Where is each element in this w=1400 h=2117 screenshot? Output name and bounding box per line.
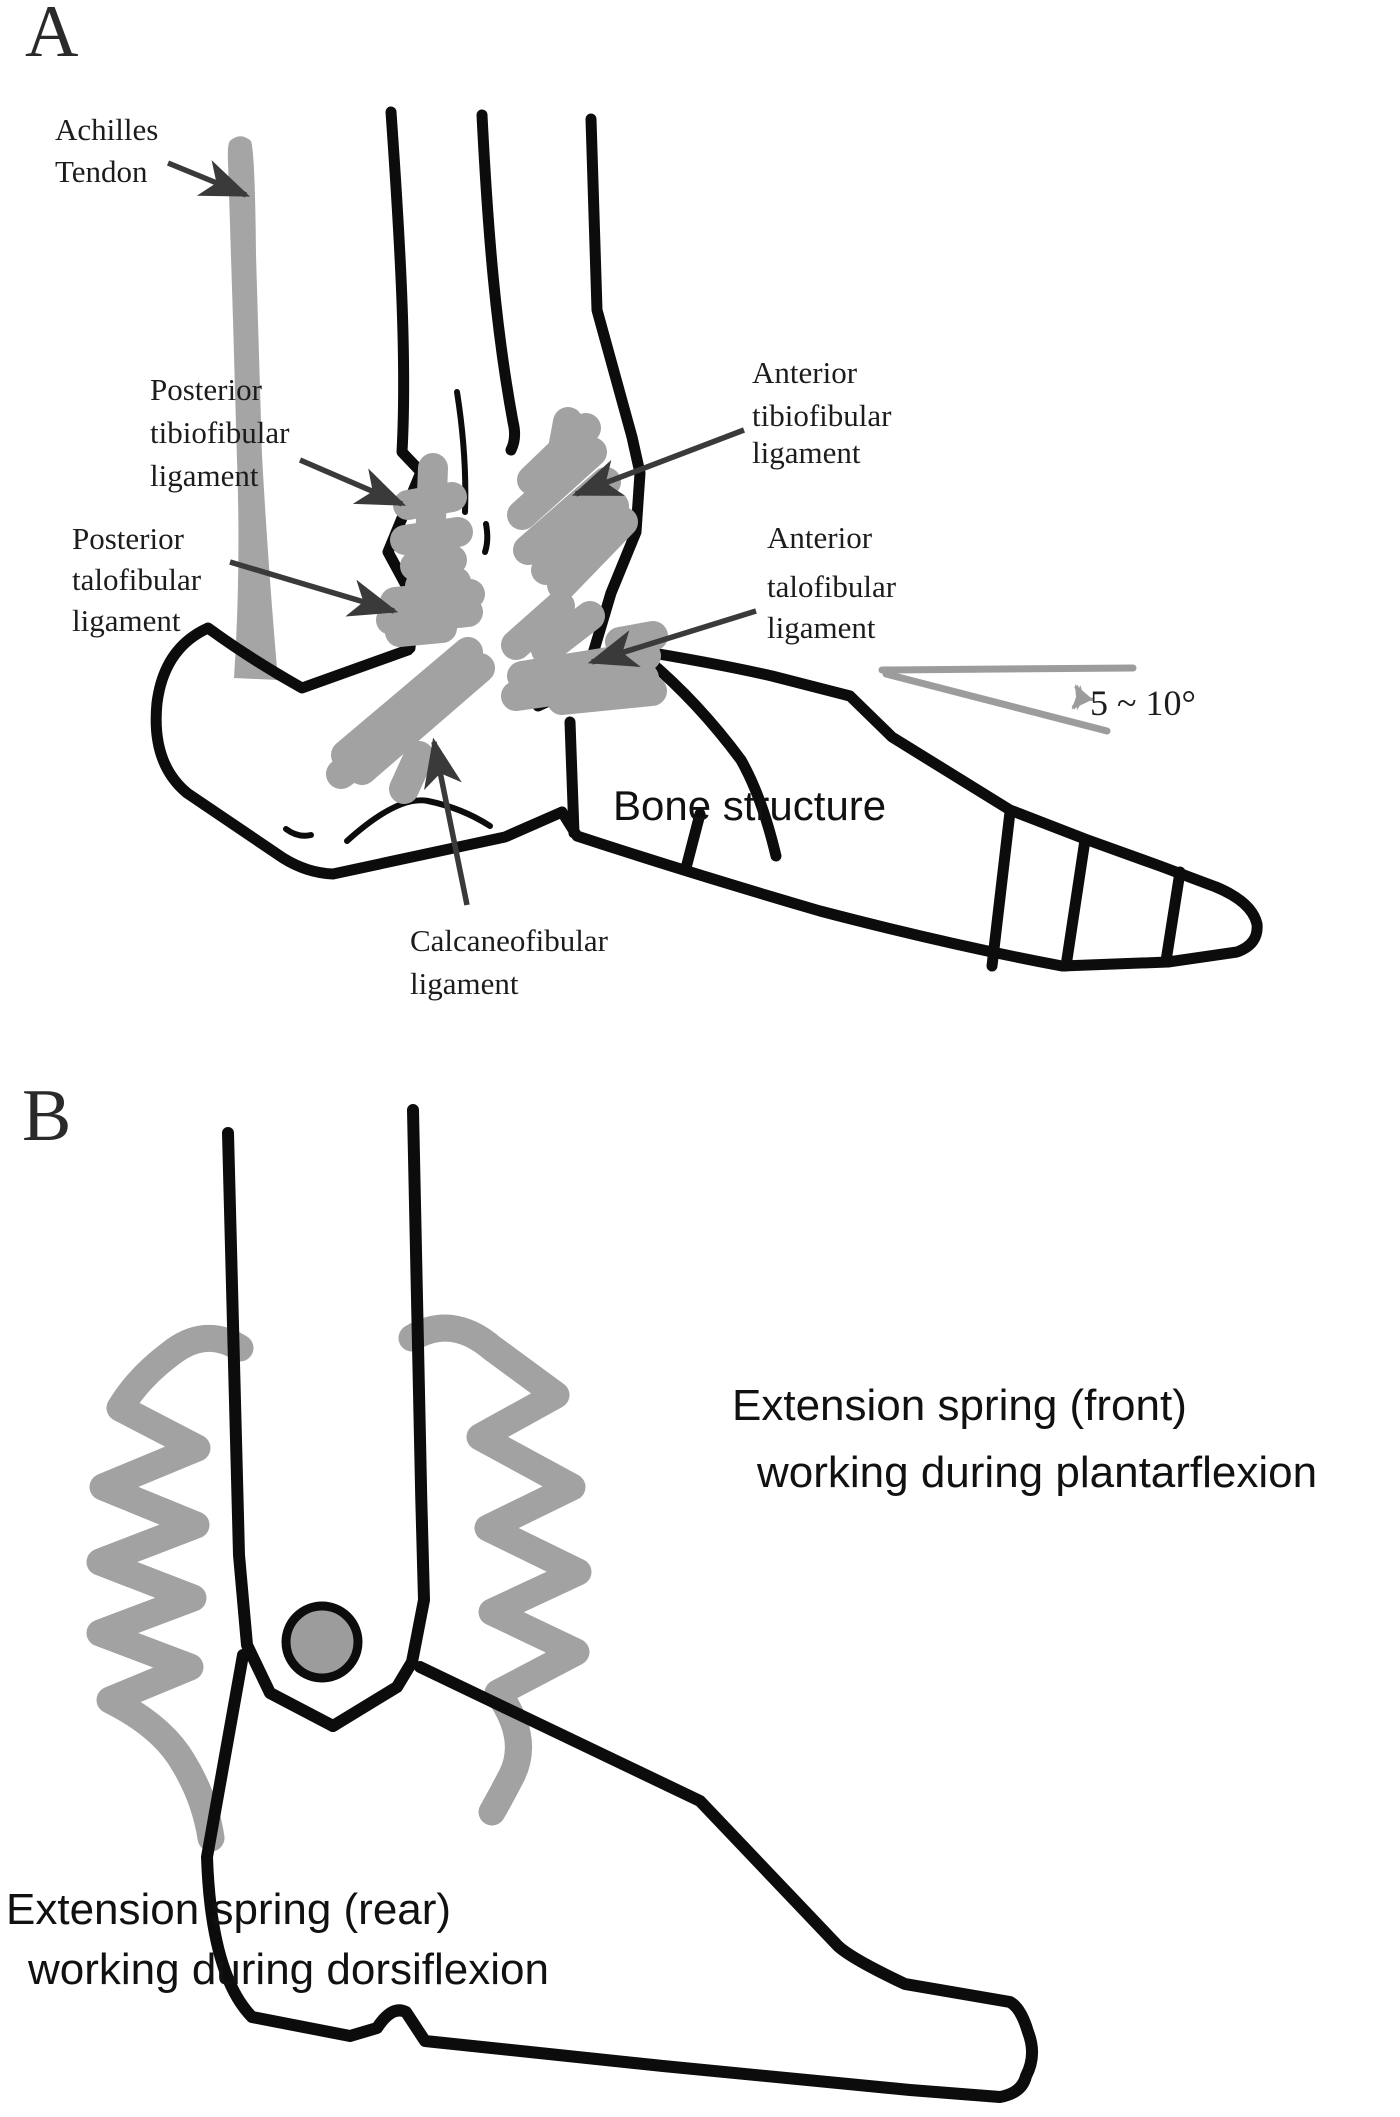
panel-a-letter: A	[25, 0, 78, 73]
toe-cap	[1162, 881, 1263, 968]
svg-text:Extension spring (front): Extension spring (front)	[732, 1381, 1187, 1430]
achilles-tendon-label: Achilles Tendon	[55, 112, 158, 189]
svg-text:ligament: ligament	[767, 610, 876, 645]
svg-text:talofibular: talofibular	[72, 562, 202, 597]
rear-extension-spring	[86, 1324, 254, 1852]
calcaneofibular-label: Calcaneofibular ligament	[410, 923, 609, 1001]
front-spring-label: Extension spring (front) working during …	[732, 1381, 1317, 1497]
svg-text:Extension spring (rear): Extension spring (rear)	[6, 1885, 451, 1934]
angle-value-label: 5 ~ 10°	[1090, 683, 1196, 723]
svg-text:working during plantarflexion: working during plantarflexion	[756, 1448, 1317, 1497]
foot-bottom-edge	[556, 806, 1174, 972]
anterior-talofibular-arrow	[587, 608, 757, 667]
svg-text:Anterior: Anterior	[767, 520, 873, 555]
rear-spring-label: Extension spring (rear) working during d…	[6, 1885, 549, 1994]
label-arrows	[166, 160, 757, 906]
shank-right-line	[327, 1104, 430, 1732]
foot-outline-b	[201, 1649, 1038, 2103]
posterior-tibiofibular-patch	[390, 453, 473, 581]
anterior-tibiofibular-arrow	[571, 427, 745, 497]
anterior-tibiofibular-patch	[507, 407, 638, 600]
achilles-tendon-shape	[227, 136, 278, 680]
calcaneus-outline	[150, 622, 568, 880]
shank-outline	[222, 1104, 430, 1732]
phalanx-division	[1160, 866, 1186, 967]
svg-text:Tendon: Tendon	[55, 154, 148, 189]
springs	[86, 1314, 592, 1852]
svg-text:tibiofibular: tibiofibular	[752, 398, 892, 433]
shank-left-line	[222, 1127, 339, 1732]
anterior-talofibular-label: Anterior talofibular ligament	[767, 520, 897, 645]
heel-inner-curve	[344, 797, 493, 844]
bone-structure-label: Bone structure	[613, 782, 886, 829]
panel-a: A	[25, 0, 1263, 1001]
panel-b: B Extension spring (front) working durin…	[6, 1075, 1317, 2103]
svg-text:tibiofibular: tibiofibular	[150, 415, 290, 450]
front-extension-spring	[398, 1314, 592, 1826]
heel-inner-dash	[283, 826, 314, 839]
posterior-tibiofibular-label: Posterior tibiofibular ligament	[150, 372, 290, 493]
talus-inner-dash	[482, 521, 491, 555]
svg-text:ligament: ligament	[752, 435, 861, 470]
svg-text:working during dorsiflexion: working during dorsiflexion	[27, 1945, 549, 1994]
foot-outline-a	[150, 622, 1263, 972]
svg-text:Achilles: Achilles	[55, 112, 158, 147]
angle-annotation: 5 ~ 10°	[878, 664, 1196, 735]
calcaneofibular-arrow	[424, 737, 470, 906]
metatarsal-division-2	[1060, 834, 1091, 972]
posterior-talofibular-label: Posterior talofibular ligament	[72, 521, 202, 638]
svg-text:Calcaneofibular: Calcaneofibular	[410, 923, 609, 958]
svg-text:ligament: ligament	[150, 458, 259, 493]
calcaneofibular-patch	[326, 637, 495, 804]
anterior-talofibular-patch	[501, 591, 668, 715]
angle-line-top	[878, 664, 1137, 674]
panel-b-text-labels: Extension spring (front) working during …	[6, 1381, 1317, 1994]
svg-text:Posterior: Posterior	[72, 521, 185, 556]
angle-line-bottom	[882, 670, 1111, 735]
tarsal-division-1	[564, 716, 580, 839]
tarsal-division-2b	[680, 808, 706, 874]
svg-text:talofibular: talofibular	[767, 569, 897, 604]
angle-double-arrow	[1071, 684, 1096, 711]
svg-text:Anterior: Anterior	[752, 355, 858, 390]
svg-text:ligament: ligament	[410, 966, 519, 1001]
metatarsal-division-1	[986, 806, 1016, 972]
svg-text:Posterior: Posterior	[150, 372, 263, 407]
achilles-arrow	[166, 160, 251, 198]
svg-text:ligament: ligament	[72, 603, 181, 638]
posterior-talofibular-patch	[376, 567, 485, 647]
ankle-pivot-circle	[281, 1601, 363, 1683]
panel-a-text-labels: Achilles Tendon Posterior tibiofibular l…	[55, 112, 897, 1001]
panel-b-letter: B	[22, 1075, 71, 1157]
posterior-tibiofibular-arrow	[298, 457, 407, 507]
tibia-front-line	[476, 109, 521, 456]
tarsal-division-2	[642, 654, 782, 862]
posterior-talofibular-arrow	[229, 559, 399, 617]
anterior-tibiofibular-label: Anterior tibiofibular ligament	[752, 355, 892, 470]
fibula-line	[382, 106, 427, 654]
